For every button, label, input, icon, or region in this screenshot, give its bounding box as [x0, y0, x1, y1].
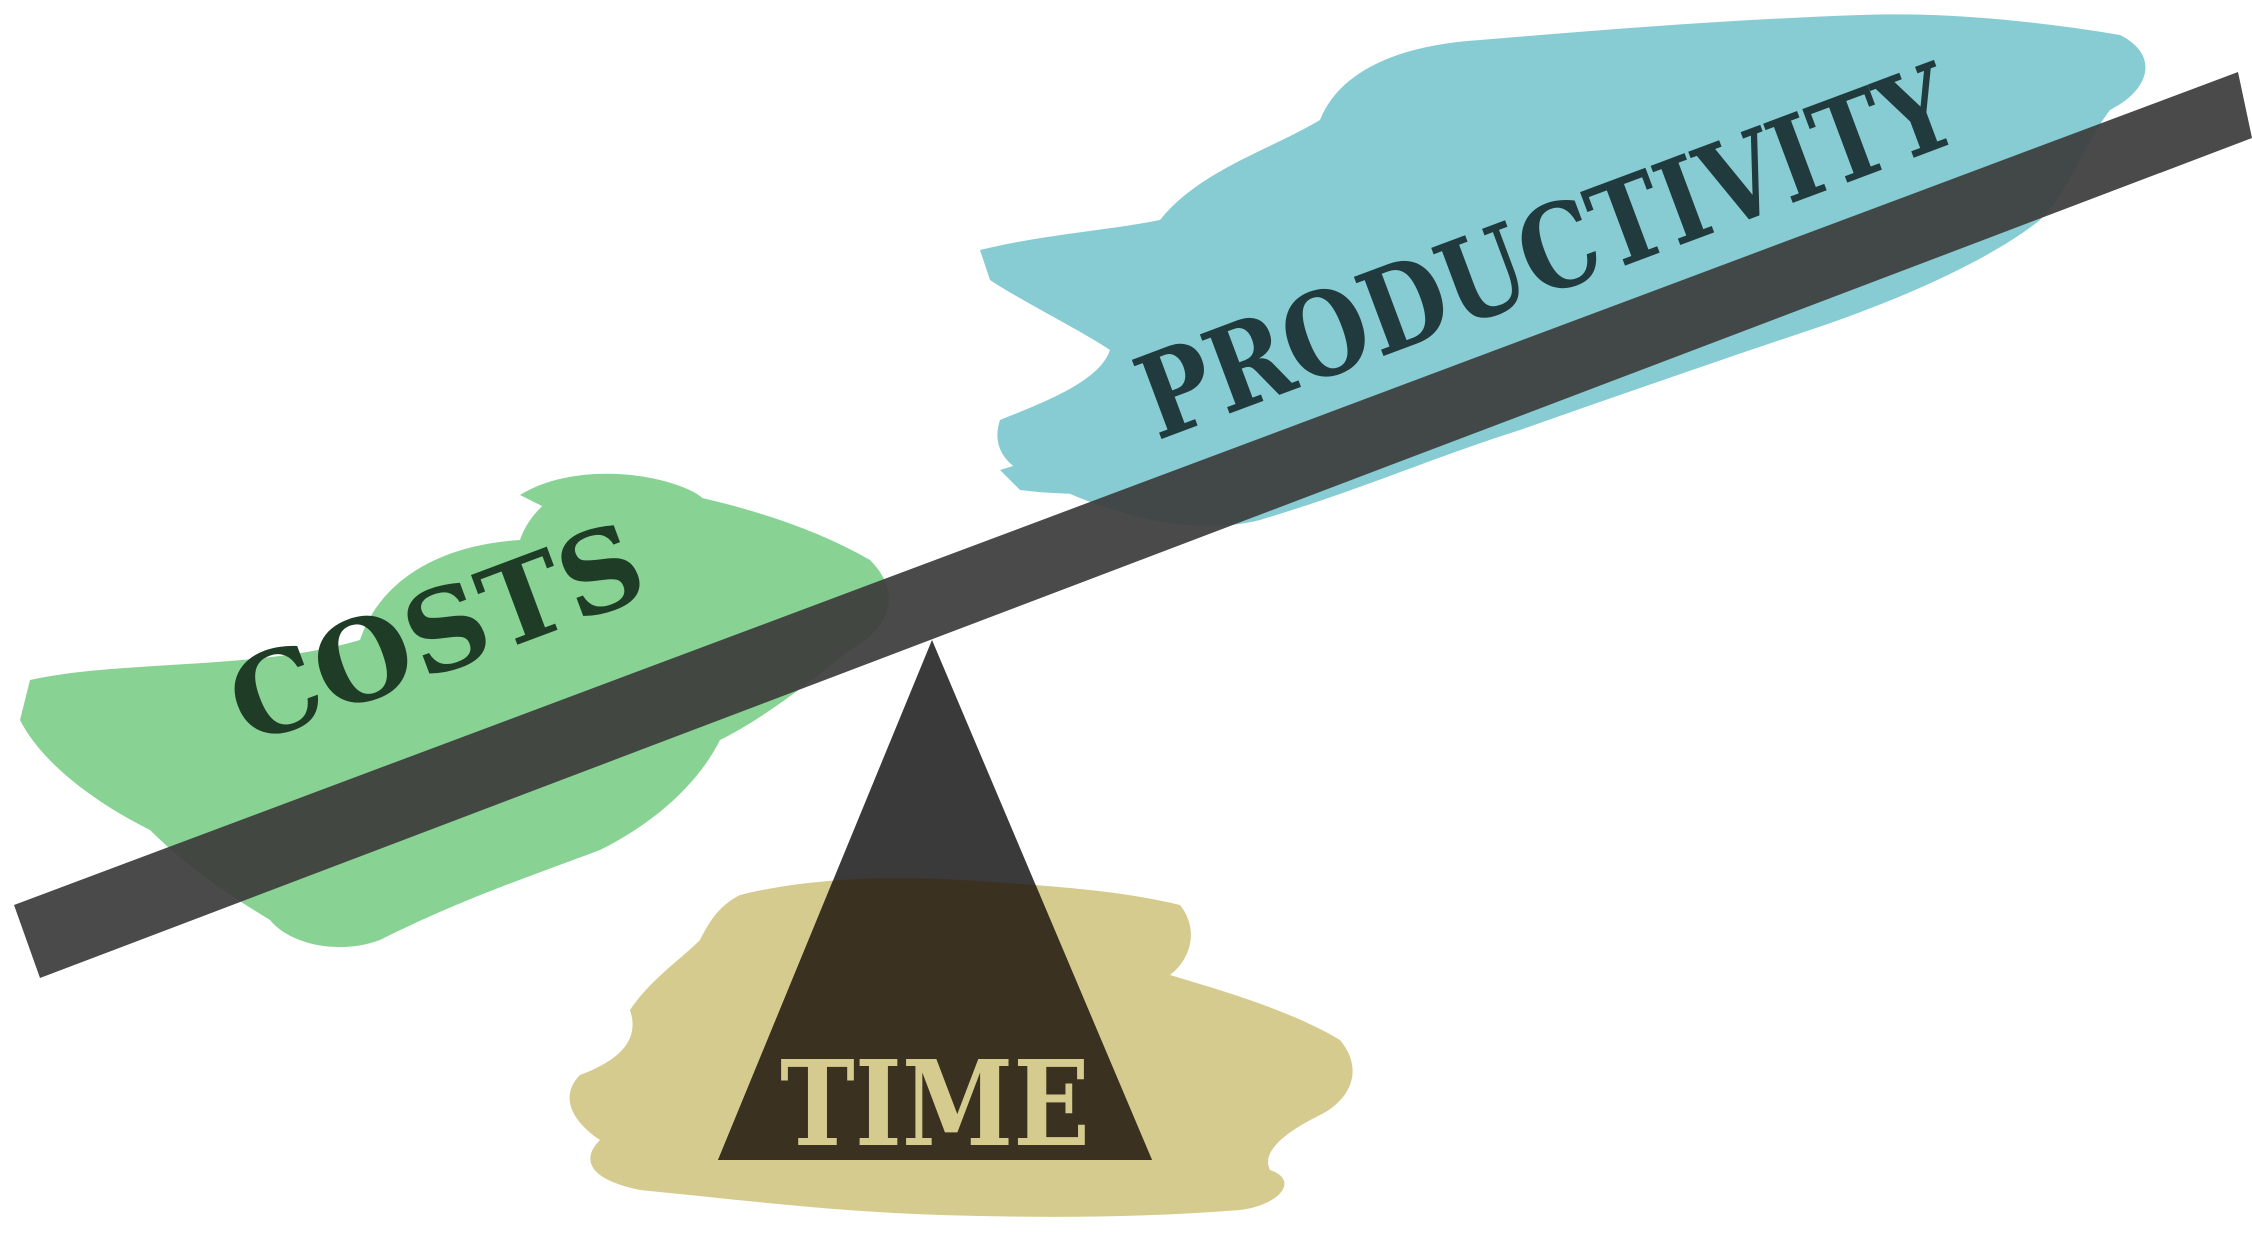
- seesaw-beam: [14, 72, 2252, 978]
- time-label: TIME: [780, 1034, 1090, 1173]
